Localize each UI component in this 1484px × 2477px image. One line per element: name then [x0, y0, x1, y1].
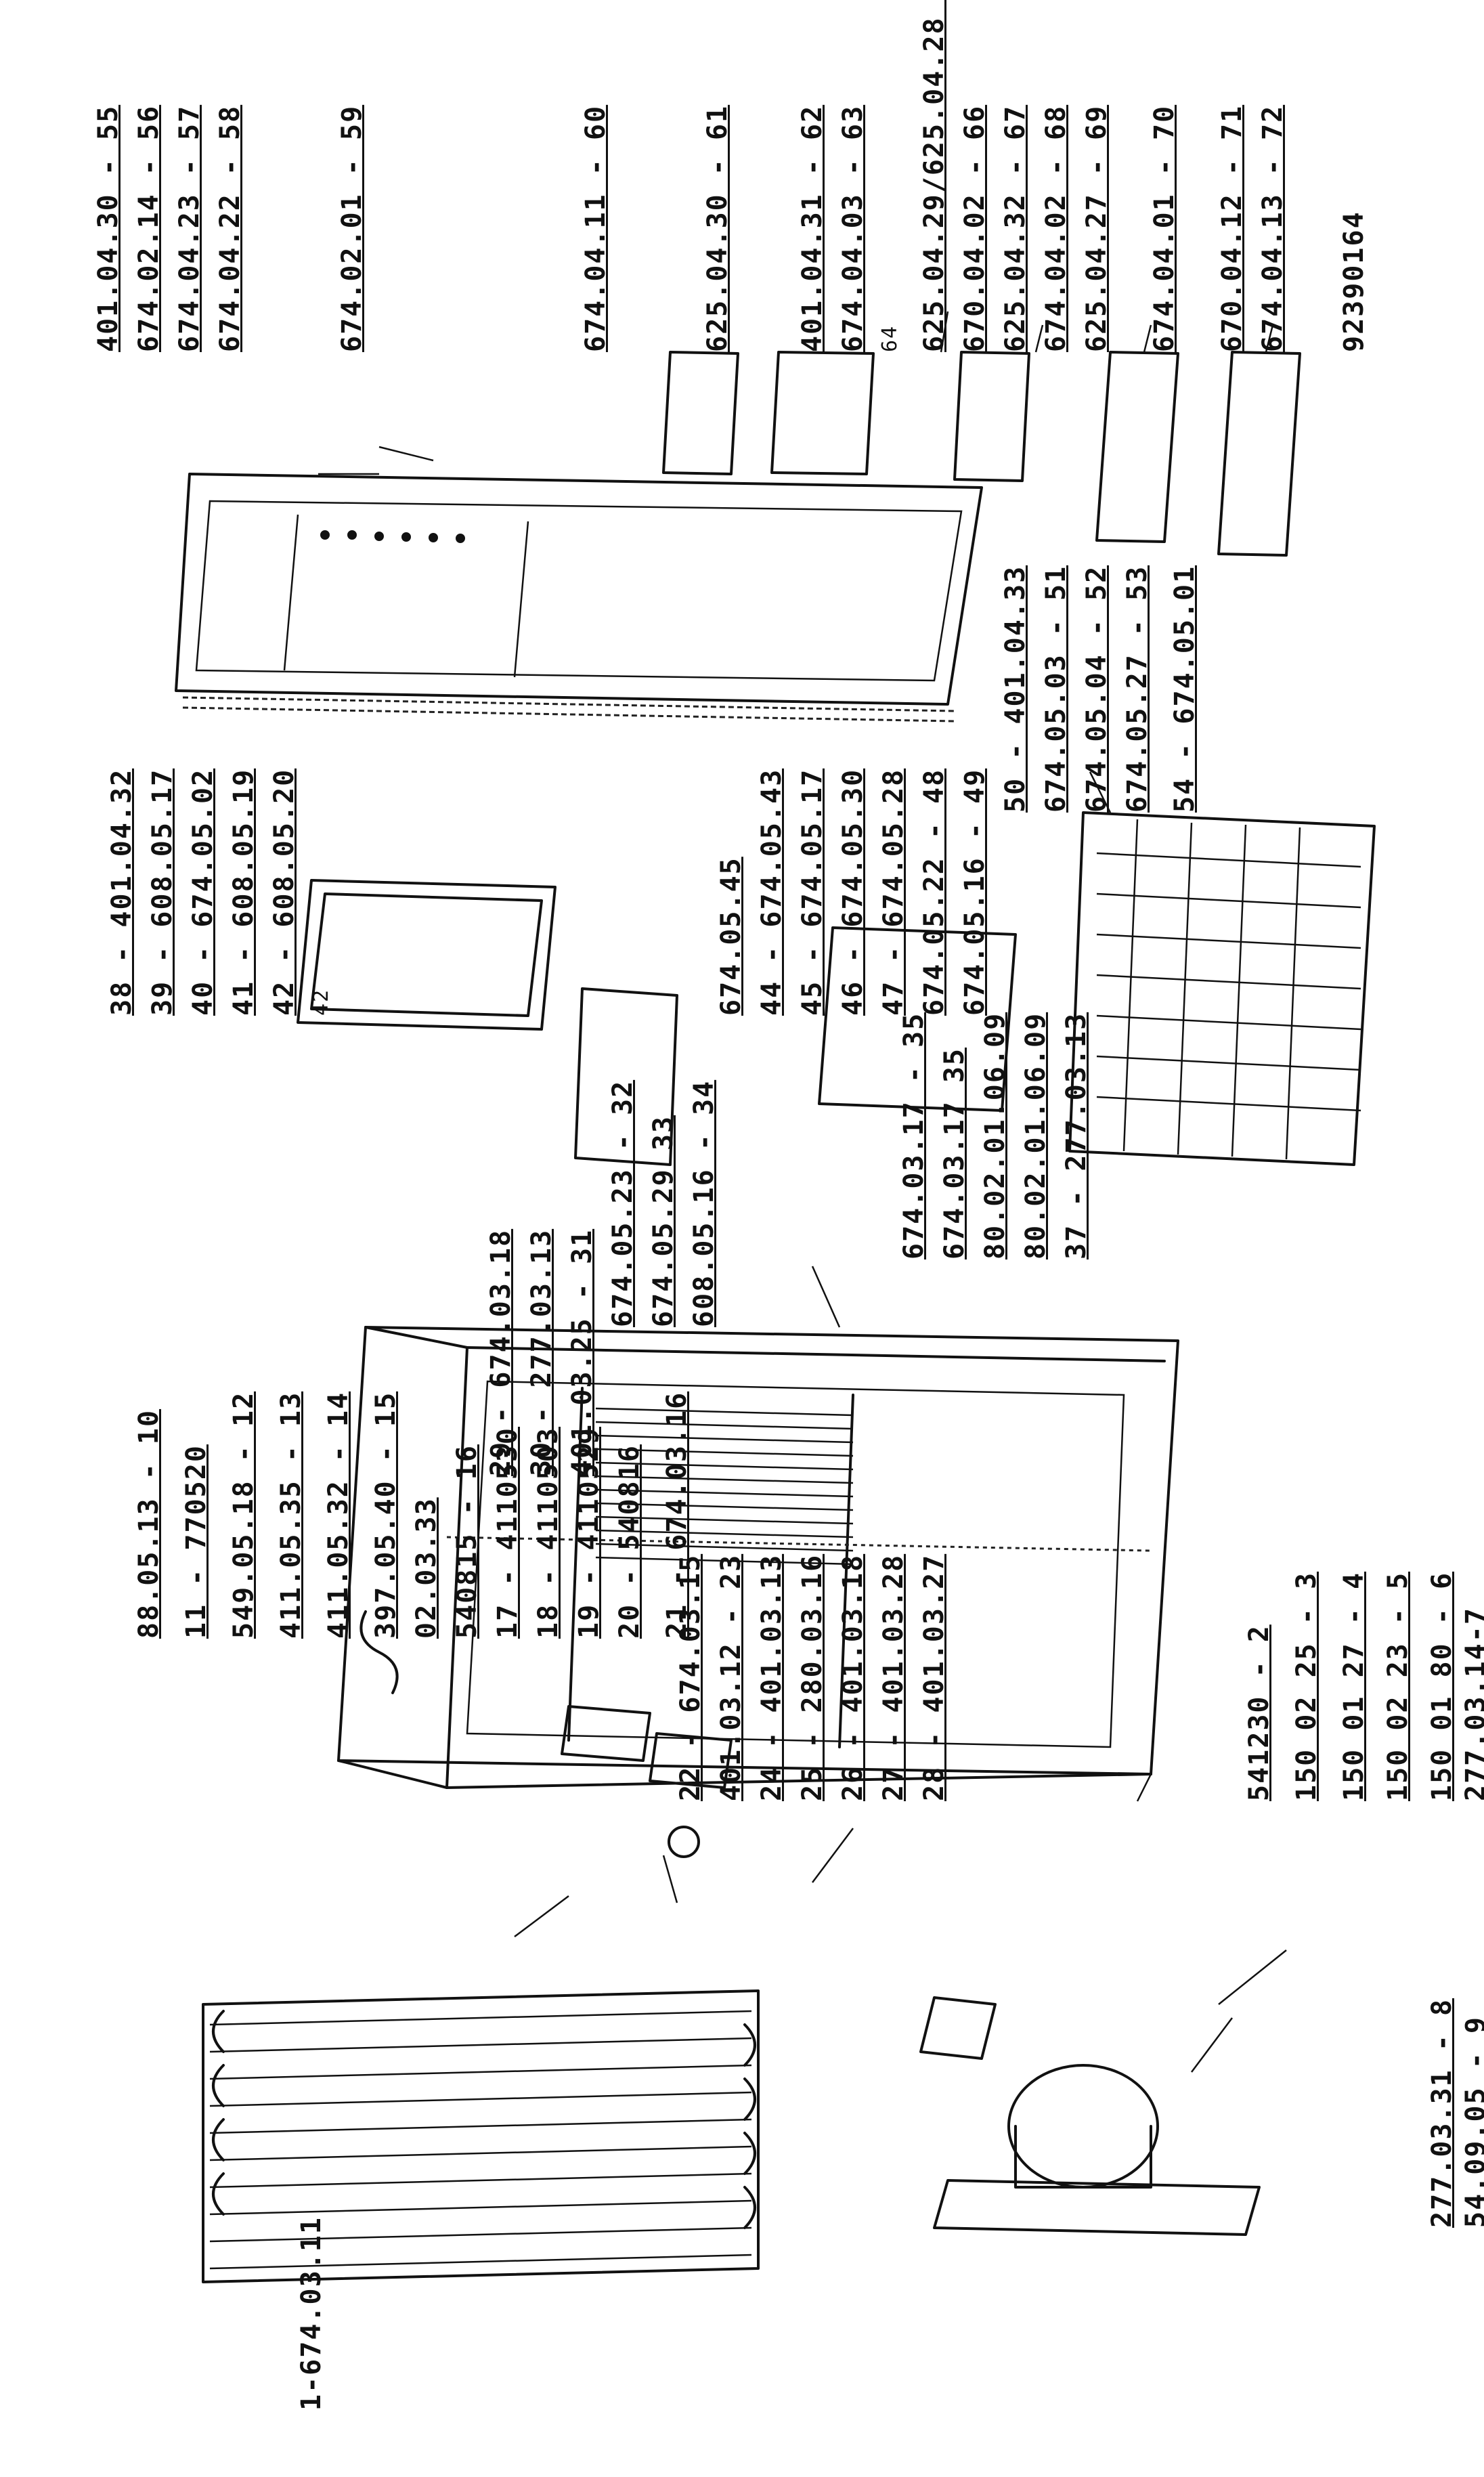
control-parts [359, 1610, 733, 1858]
door-bins [662, 351, 1301, 557]
shelf-frames [297, 879, 1017, 1166]
wire-basket [1068, 811, 1376, 1166]
leader-lines [318, 311, 1287, 2073]
door-panel [175, 473, 983, 723]
cabinet-body [337, 1326, 1179, 1789]
condenser-coil [202, 1989, 760, 2283]
compressor [919, 1996, 1261, 2236]
